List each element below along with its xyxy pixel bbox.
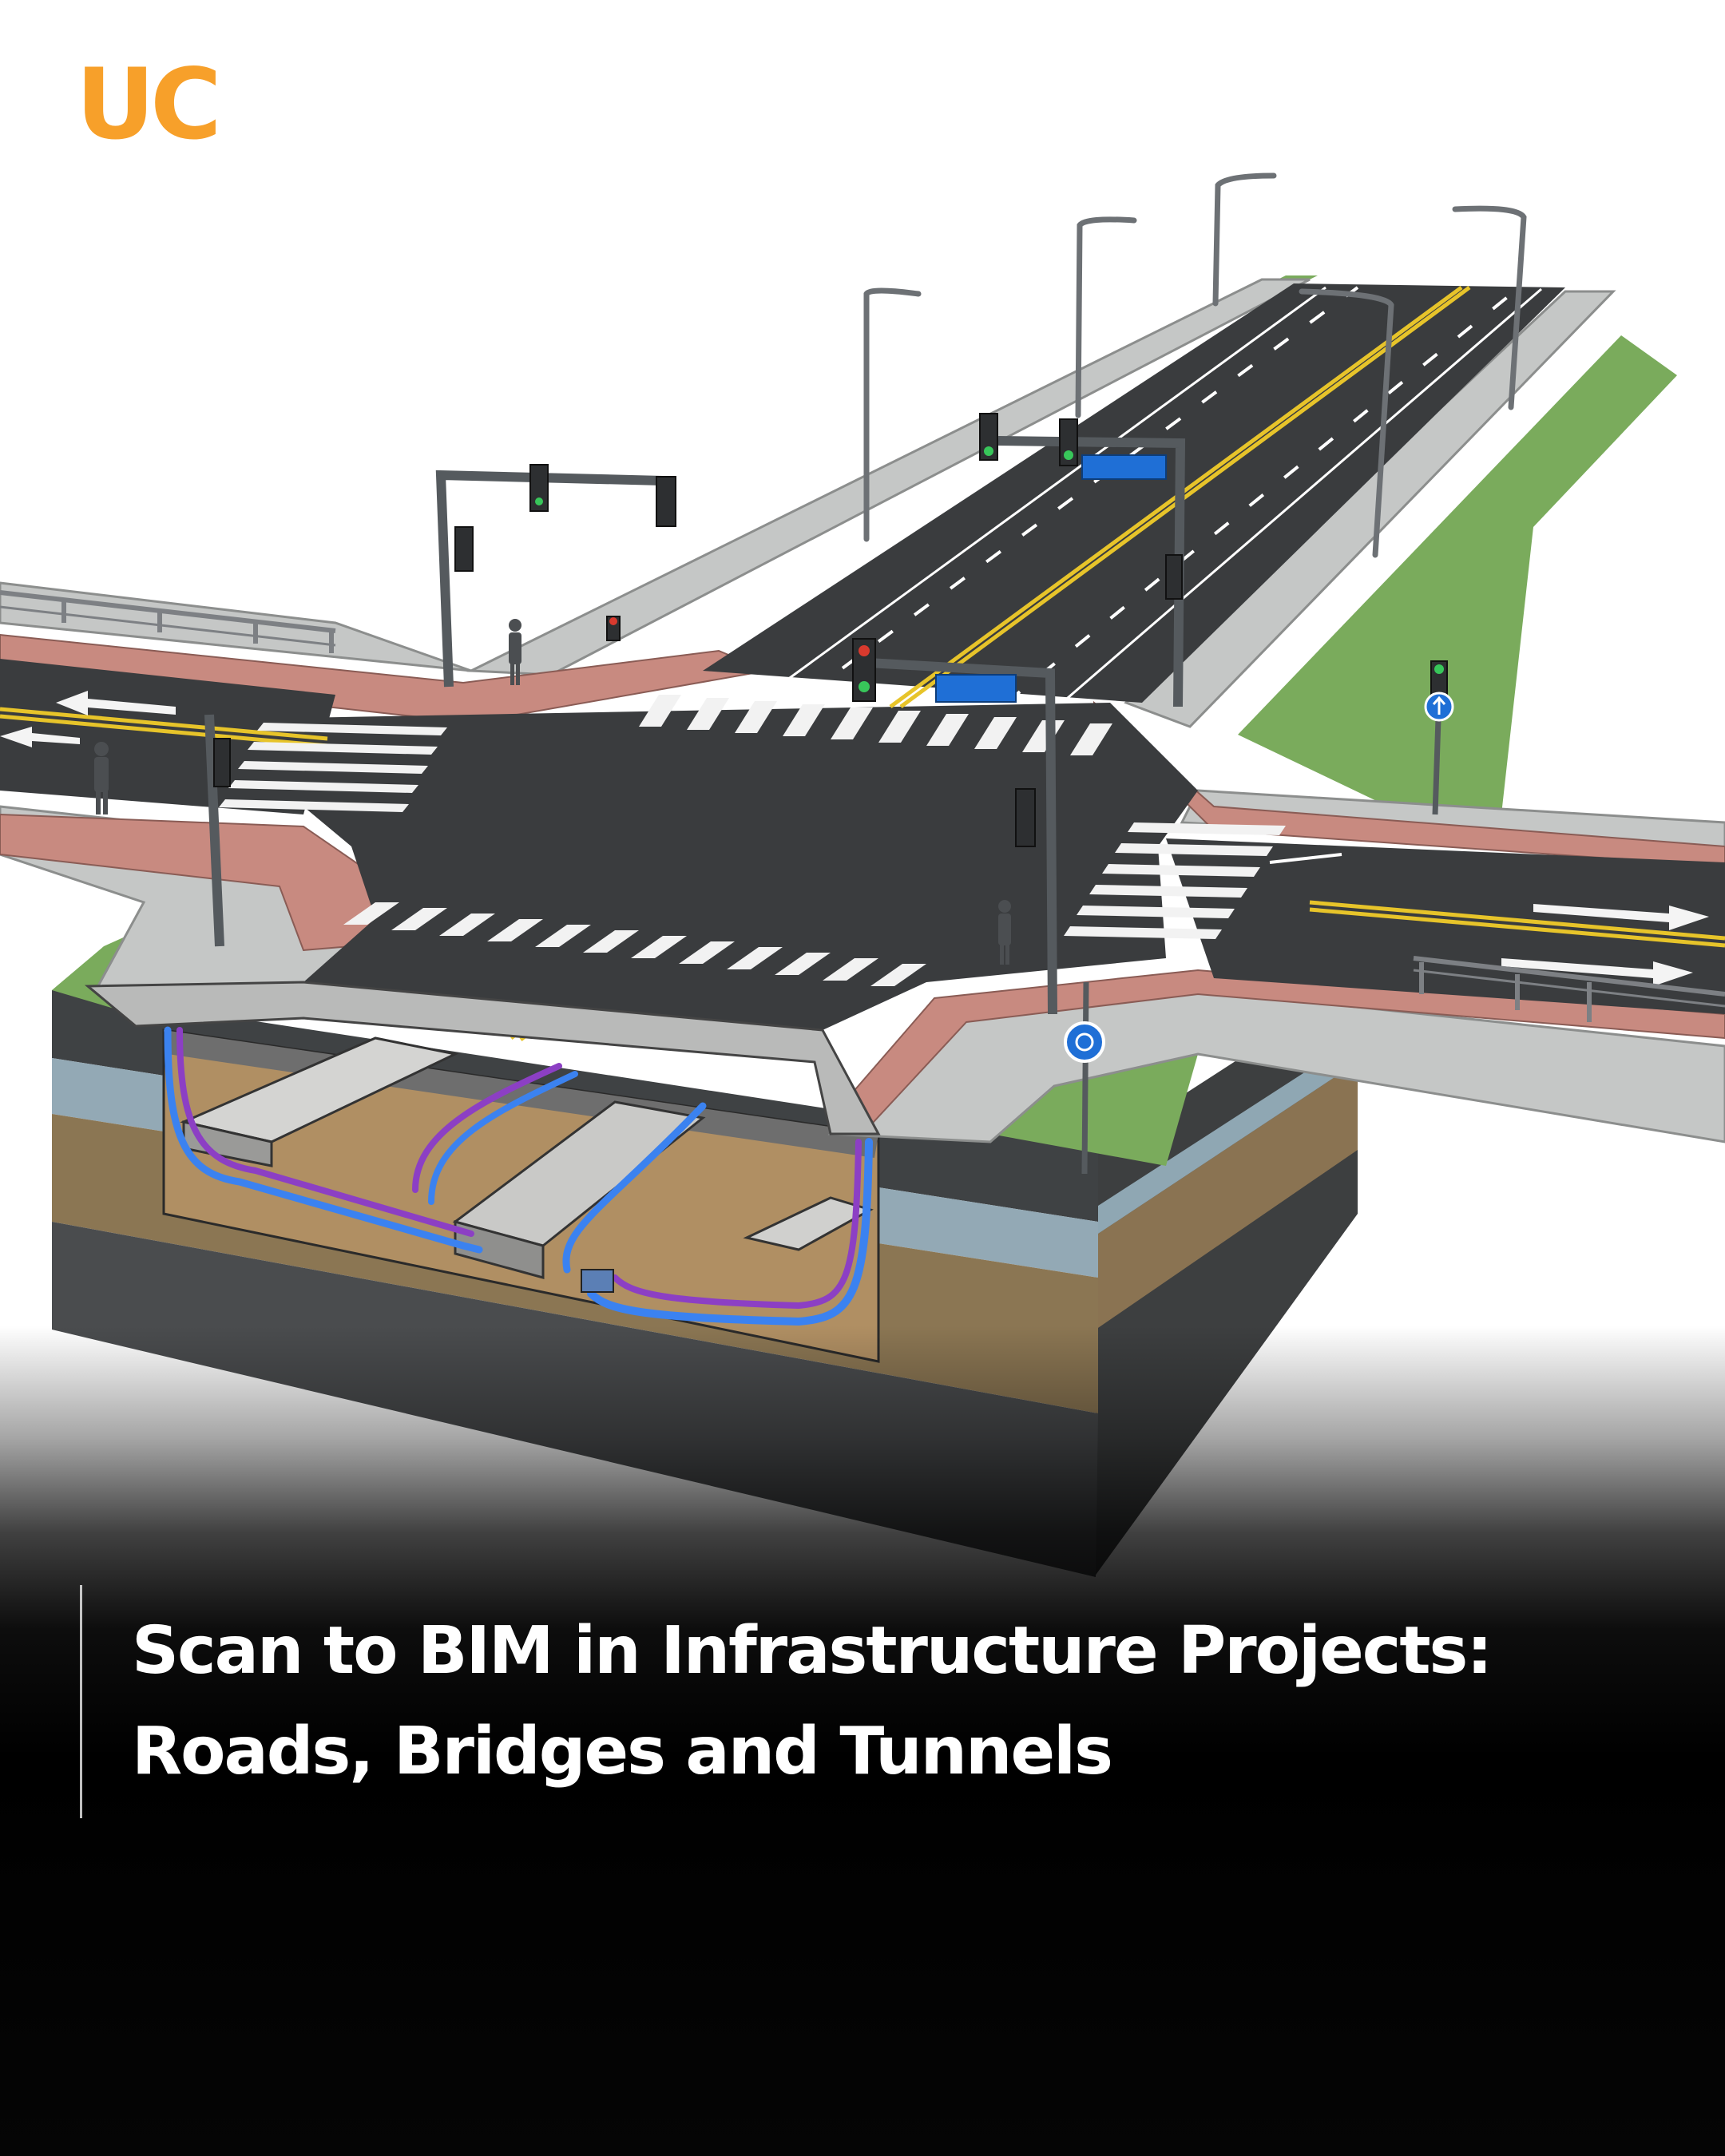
- headline-line-2: Roads, Bridges and Tunnels: [132, 1714, 1113, 1789]
- headline-line-1: Scan to BIM in Infrastructure Projects:: [132, 1613, 1493, 1689]
- roundabout-sign: [1064, 1021, 1105, 1063]
- brand-logo-text: UC: [76, 48, 222, 161]
- brand-logo: UC: [76, 56, 222, 153]
- headline-block: Scan to BIM in Infrastructure Projects: …: [80, 1585, 1645, 1818]
- street-sign-far: [1081, 454, 1167, 480]
- street-sign-near: [935, 674, 1017, 703]
